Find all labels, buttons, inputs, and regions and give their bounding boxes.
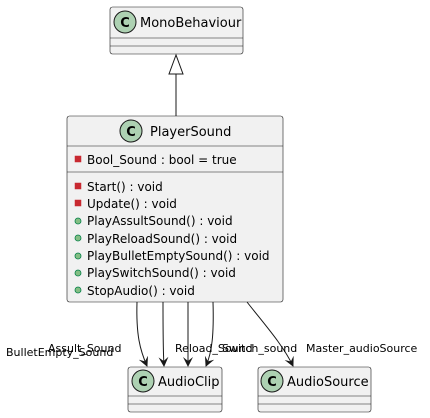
method-row: PlayBulletEmptySound() : void bbox=[74, 249, 270, 263]
private-marker-icon bbox=[74, 182, 82, 190]
edge-label-assult: Assult_Sound bbox=[48, 342, 121, 355]
edge-label-reload: Reload_Sound bbox=[175, 342, 253, 355]
method-row: Update() : void bbox=[74, 197, 177, 211]
svg-text:C: C bbox=[120, 16, 130, 31]
svg-text:PlayBulletEmptySound() : void: PlayBulletEmptySound() : void bbox=[87, 249, 270, 263]
svg-text:StopAudio() : void: StopAudio() : void bbox=[87, 284, 195, 298]
method-row: PlayAssultSound() : void bbox=[74, 214, 233, 228]
class-name: PlayerSound bbox=[150, 125, 231, 140]
class-icon: C bbox=[119, 119, 143, 143]
class-audiosource[interactable]: C AudioSource bbox=[257, 366, 372, 413]
public-marker-icon bbox=[74, 234, 82, 242]
svg-text:PlayReloadSound() : void: PlayReloadSound() : void bbox=[87, 232, 237, 246]
edge-label-switch: Switch_sound bbox=[222, 342, 297, 355]
svg-text:C: C bbox=[267, 375, 277, 390]
edge-bulletempty bbox=[136, 301, 148, 367]
public-marker-icon bbox=[74, 269, 82, 277]
svg-text:C: C bbox=[138, 375, 148, 390]
svg-text:Update() : void: Update() : void bbox=[87, 197, 177, 211]
class-name: AudioClip bbox=[158, 375, 220, 390]
association-edges bbox=[136, 301, 294, 367]
class-icon: C bbox=[113, 10, 137, 34]
public-marker-icon bbox=[74, 252, 82, 260]
private-marker-icon bbox=[74, 199, 82, 207]
field-row: Bool_Sound : bool = true bbox=[74, 153, 237, 167]
private-marker-icon bbox=[74, 155, 82, 163]
svg-text:Bool_Sound : bool = true: Bool_Sound : bool = true bbox=[87, 153, 237, 167]
method-row: PlayReloadSound() : void bbox=[74, 232, 237, 246]
public-marker-icon bbox=[74, 217, 82, 225]
inheritance-edge bbox=[168, 53, 184, 116]
svg-text:PlaySwitchSound() : void: PlaySwitchSound() : void bbox=[87, 266, 236, 280]
class-icon: C bbox=[260, 369, 284, 393]
method-row: StopAudio() : void bbox=[74, 284, 195, 298]
class-name: AudioSource bbox=[287, 375, 369, 390]
method-row: PlaySwitchSound() : void bbox=[74, 266, 236, 280]
edge-label-bulletempty: BulletEmpty_Sound bbox=[6, 346, 113, 359]
edge-master bbox=[246, 301, 294, 367]
class-name: MonoBehaviour bbox=[140, 16, 242, 31]
svg-text:Start() : void: Start() : void bbox=[87, 180, 163, 194]
class-icon: C bbox=[131, 369, 155, 393]
class-audioclip[interactable]: C AudioClip bbox=[127, 366, 223, 413]
edge-label-master: Master_audioSource bbox=[306, 342, 418, 355]
class-playersound[interactable]: C PlayerSound Bool_Sound : bool = true S… bbox=[66, 115, 284, 303]
edge-assult bbox=[158, 301, 169, 367]
edge-switch bbox=[204, 301, 215, 367]
public-marker-icon bbox=[74, 286, 82, 294]
class-monobehaviour[interactable]: C MonoBehaviour bbox=[109, 6, 244, 55]
svg-text:C: C bbox=[126, 125, 136, 140]
svg-text:PlayAssultSound() : void: PlayAssultSound() : void bbox=[87, 214, 233, 228]
method-row: Start() : void bbox=[74, 180, 163, 194]
